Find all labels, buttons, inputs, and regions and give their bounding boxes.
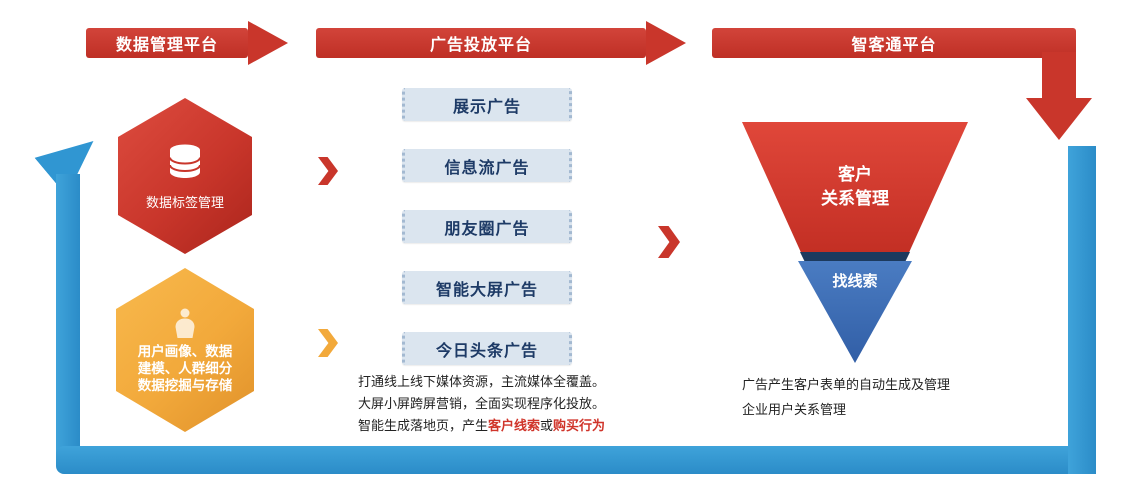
funnel-divider <box>800 252 910 261</box>
hexagon-profile-line: 建模、人群细分 <box>137 360 233 376</box>
hexagon-profile-line: 用户画像、数据 <box>137 343 233 359</box>
funnel-leads-label: 找线索 <box>832 273 878 290</box>
ad-note-highlight-leads: 客户线索 <box>488 418 541 433</box>
ad-channel-display-ads: 展示广告 <box>402 88 572 121</box>
red-down-arrow-bar <box>1042 52 1076 100</box>
ad-platform-note: 打通线上线下媒体资源，主流媒体全覆盖。 大屏小屏跨屏营销，全面实现程序化投放。 … <box>358 371 605 437</box>
ad-channel-label: 智能大屏广告 <box>435 281 538 299</box>
chevron-right-icon <box>318 157 338 185</box>
crm-note-line2: 企业用户关系管理 <box>742 402 847 417</box>
ad-channel-label: 朋友圈广告 <box>444 220 530 238</box>
blue-loop-right-segment <box>1068 146 1096 474</box>
banner-data-platform-arrowhead-icon <box>248 21 288 65</box>
funnel-crm-label-line2: 关系管理 <box>821 189 889 208</box>
banner-ad-platform: 广告投放平台 <box>316 28 646 58</box>
hexagon-data-tag-label: 数据标签管理 <box>145 195 224 210</box>
ad-channel-label: 信息流广告 <box>444 159 530 177</box>
crm-note: 广告产生客户表单的自动生成及管理 企业用户关系管理 <box>742 372 950 422</box>
funnel-crm-section: 客户 关系管理 <box>742 122 968 252</box>
banner-zhiketong-label: 智客通平台 <box>851 37 937 54</box>
chevron-right-icon <box>658 226 680 258</box>
hexagon-data-tag-management: 数据标签管理 <box>118 98 252 254</box>
ad-channel-toutiao-ads: 今日头条广告 <box>402 332 572 365</box>
ad-note-line3-connector: 或 <box>540 418 554 433</box>
blue-loop-left-segment <box>56 174 80 460</box>
ad-note-line3-prefix: 智能生成落地页，产生 <box>358 418 489 433</box>
banner-ad-platform-label: 广告投放平台 <box>429 37 532 54</box>
ad-channel-label: 今日头条广告 <box>435 342 538 360</box>
person-icon <box>175 308 195 338</box>
ad-channel-moments-ads: 朋友圈广告 <box>402 210 572 243</box>
red-down-arrowhead-icon <box>1026 98 1092 140</box>
database-icon <box>169 144 201 178</box>
hexagon-profile-line: 数据挖掘与存储 <box>137 377 233 393</box>
ad-note-line2: 大屏小屏跨屏营销，全面实现程序化投放。 <box>358 396 606 411</box>
ad-note-line1: 打通线上线下媒体资源，主流媒体全覆盖。 <box>358 374 606 389</box>
banner-zhiketong: 智客通平台 <box>712 28 1076 58</box>
funnel-crm-label-line1: 客户 <box>838 165 872 184</box>
ad-note-highlight-purchase: 购买行为 <box>553 418 606 433</box>
ad-channel-feed-ads: 信息流广告 <box>402 149 572 182</box>
blue-loop-bottom-segment <box>56 446 1096 474</box>
crm-note-line1: 广告产生客户表单的自动生成及管理 <box>742 377 951 392</box>
ad-channel-label: 展示广告 <box>452 98 521 116</box>
ad-channel-smart-screen-ads: 智能大屏广告 <box>402 271 572 304</box>
hexagon-user-profile: 用户画像、数据 建模、人群细分 数据挖掘与存储 <box>116 268 254 432</box>
ad-note-line3: 智能生成落地页，产生客户线索或购买行为 <box>358 415 605 437</box>
chevron-right-icon <box>318 329 338 357</box>
banner-data-platform: 数据管理平台 <box>86 28 248 58</box>
banner-ad-platform-arrowhead-icon <box>646 21 686 65</box>
funnel-leads-section: 找线索 <box>798 261 912 363</box>
banner-data-platform-label: 数据管理平台 <box>115 37 218 54</box>
